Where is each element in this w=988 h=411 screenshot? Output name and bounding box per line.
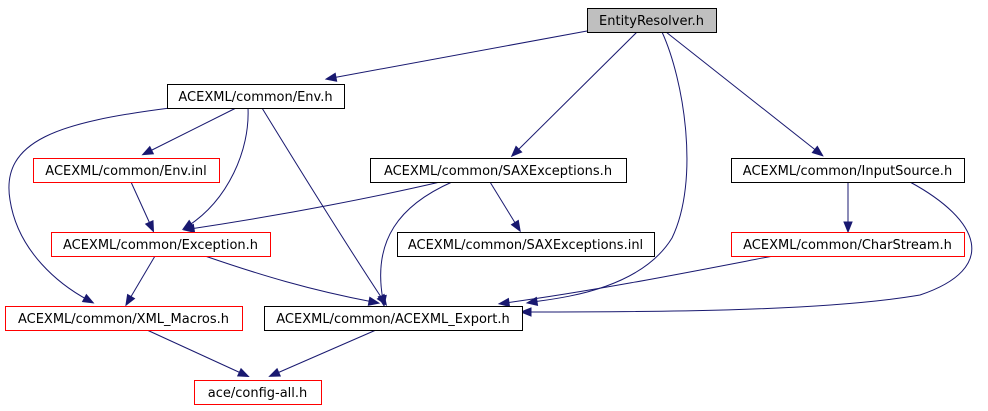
node-env-inl[interactable]: ACEXML/common/Env.inl [33,158,220,183]
edge-input-source-h-to-acexml-export-h [519,181,973,317]
node-input-source-h[interactable]: ACEXML/common/InputSource.h [731,158,965,183]
node-entity-resolver-h[interactable]: EntityResolver.h [587,8,717,33]
edge-line [189,181,441,230]
arrowhead [510,219,521,233]
node-box [5,306,243,331]
edge-sax-exceptions-h-to-acexml-export-h [377,181,453,308]
edge-line [515,31,638,153]
edge-entity-resolver-to-acexml-export-h [525,31,688,307]
node-label: ACEXML/common/ACEXML_Export.h [276,312,509,327]
arrowhead [367,296,381,306]
node-box [167,84,345,109]
node-box [731,232,965,257]
edge-env-h-to-xml-macros-h [8,107,171,304]
arrowhead [497,297,511,308]
node-box [194,380,322,405]
edge-exception-h-to-acexml-export-h [204,255,381,306]
edge-xml-macros-h-to-config-all-h [146,329,250,378]
edge-line [532,31,688,303]
node-xml-macros-h[interactable]: ACEXML/common/XML_Macros.h [5,306,243,331]
edge-acexml-export-h-to-config-all-h [268,329,377,377]
node-label: ACEXML/common/Env.h [178,90,332,105]
node-label: ACEXML/common/CharStream.h [743,238,952,253]
node-sax-exceptions-inl[interactable]: ACEXML/common/SAXExceptions.inl [397,232,655,257]
edges [8,30,973,378]
node-label: ACEXML/common/InputSource.h [743,164,952,179]
edge-line [146,329,244,375]
edge-line [147,107,237,153]
node-char-stream-h[interactable]: ACEXML/common/CharStream.h [731,232,965,257]
arrowhead [377,294,387,308]
arrowhead [525,296,539,307]
edge-line [8,107,171,301]
node-acexml-export-h[interactable]: ACEXML/common/ACEXML_Export.h [264,306,523,331]
edge-line [128,255,156,301]
edge-line [331,30,588,79]
edge-env-inl-to-exception-h [130,181,155,233]
edge-entity-resolver-to-sax-exceptions-h [510,31,638,158]
edge-entity-resolver-to-input-source-h [665,31,824,157]
node-label: ACEXML/common/SAXExceptions.h [384,164,612,179]
edge-line [489,181,518,227]
node-label: ACEXML/common/XML_Macros.h [18,312,229,327]
edge-input-source-h-to-char-stream-h [843,182,853,234]
arrowhead [81,293,95,304]
edge-line [526,181,973,313]
arrowhead [324,72,338,82]
edge-line [130,181,152,227]
arrowhead [236,367,250,378]
edge-line [274,329,377,375]
node-box [731,158,965,183]
node-config-all-h[interactable]: ace/config-all.h [194,380,322,405]
edge-line [187,107,249,227]
node-label: ace/config-all.h [208,386,308,401]
node-label: ACEXML/common/Exception.h [63,238,258,253]
node-label: ACEXML/common/SAXExceptions.inl [408,238,643,253]
arrowhead [141,145,155,156]
node-box [51,232,271,257]
nodes: EntityResolver.h ACEXML/common/Env.h ACE… [5,8,965,405]
arrowhead [811,145,824,157]
edge-line [380,181,453,301]
node-sax-exceptions-h[interactable]: ACEXML/common/SAXExceptions.h [370,158,627,183]
edge-sax-exceptions-h-to-exception-h [182,181,441,234]
arrowhead [144,219,155,233]
arrowhead [182,223,196,234]
node-label: EntityResolver.h [599,14,704,29]
node-exception-h[interactable]: ACEXML/common/Exception.h [51,232,271,257]
arrowhead [843,221,853,234]
arrowhead [268,367,282,377]
node-env-h[interactable]: ACEXML/common/Env.h [167,84,345,109]
arrowhead [125,293,136,307]
edge-exception-h-to-xml-macros-h [125,255,156,307]
edge-line [504,255,774,304]
edge-line [204,255,374,303]
edge-entity-resolver-to-env-h [324,30,588,82]
node-label: ACEXML/common/Env.inl [45,164,206,179]
edge-env-h-to-env-inl [141,107,237,156]
arrowhead [510,145,523,158]
node-box [370,158,627,183]
edge-sax-exceptions-h-to-sax-exceptions-inl [489,181,521,233]
node-box [397,232,655,257]
edge-char-stream-h-to-acexml-export-h [497,255,774,308]
node-box [33,158,220,183]
arrowhead [519,307,532,317]
node-box [264,306,523,331]
node-box [587,8,717,33]
edge-line [261,107,384,301]
edge-line [665,31,819,153]
